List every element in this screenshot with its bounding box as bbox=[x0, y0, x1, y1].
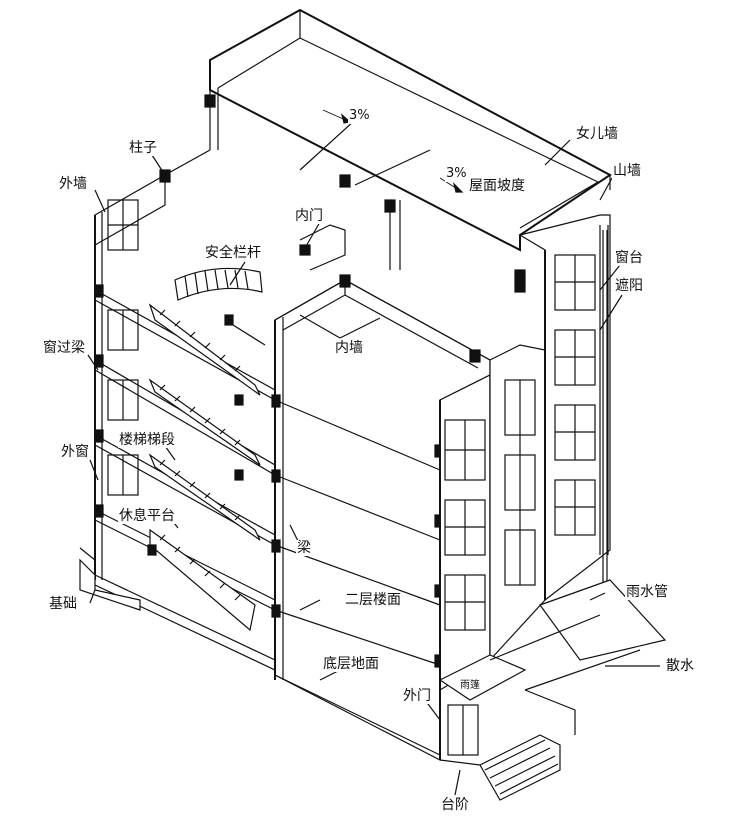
label-sunshade: 遮阳 bbox=[614, 278, 644, 294]
label-steps: 台阶 bbox=[440, 797, 470, 813]
front-facade bbox=[438, 344, 546, 760]
label-exterior-window: 外窗 bbox=[60, 444, 90, 460]
label-apron: 散水 bbox=[665, 658, 695, 674]
stairs bbox=[148, 267, 263, 632]
label-stair-flight: 楼梯梯段 bbox=[118, 432, 176, 448]
label-downpipe: 雨水管 bbox=[625, 584, 669, 600]
label-column: 柱子 bbox=[128, 140, 158, 156]
roof-slope-value-2: 3% bbox=[445, 166, 468, 182]
label-roof-slope: 屋面坡度 bbox=[468, 178, 526, 194]
label-window-lintel: 窗过梁 bbox=[42, 340, 86, 356]
label-safety-railing: 安全栏杆 bbox=[204, 245, 262, 261]
label-second-floor: 二层楼面 bbox=[344, 592, 402, 608]
ground bbox=[439, 579, 667, 801]
label-exterior-door: 外门 bbox=[402, 688, 432, 704]
roof-slope-value-1: 3% bbox=[348, 108, 371, 124]
label-landing: 休息平台 bbox=[118, 508, 176, 524]
label-window-sill: 窗台 bbox=[614, 250, 644, 266]
label-beam: 梁 bbox=[296, 540, 312, 556]
roof bbox=[209, 8, 612, 252]
label-canopy: 雨篷 bbox=[460, 680, 480, 691]
label-interior-door: 内门 bbox=[294, 208, 324, 224]
label-exterior-wall: 外墙 bbox=[58, 176, 88, 192]
label-foundation: 基础 bbox=[48, 596, 78, 612]
gable-wall bbox=[514, 214, 611, 630]
label-ground-floor: 底层地面 bbox=[322, 656, 380, 672]
label-gable-wall: 山墙 bbox=[612, 163, 642, 179]
interior-structure bbox=[147, 174, 491, 761]
label-interior-wall: 内墙 bbox=[334, 340, 364, 356]
label-parapet: 女儿墙 bbox=[575, 126, 619, 142]
